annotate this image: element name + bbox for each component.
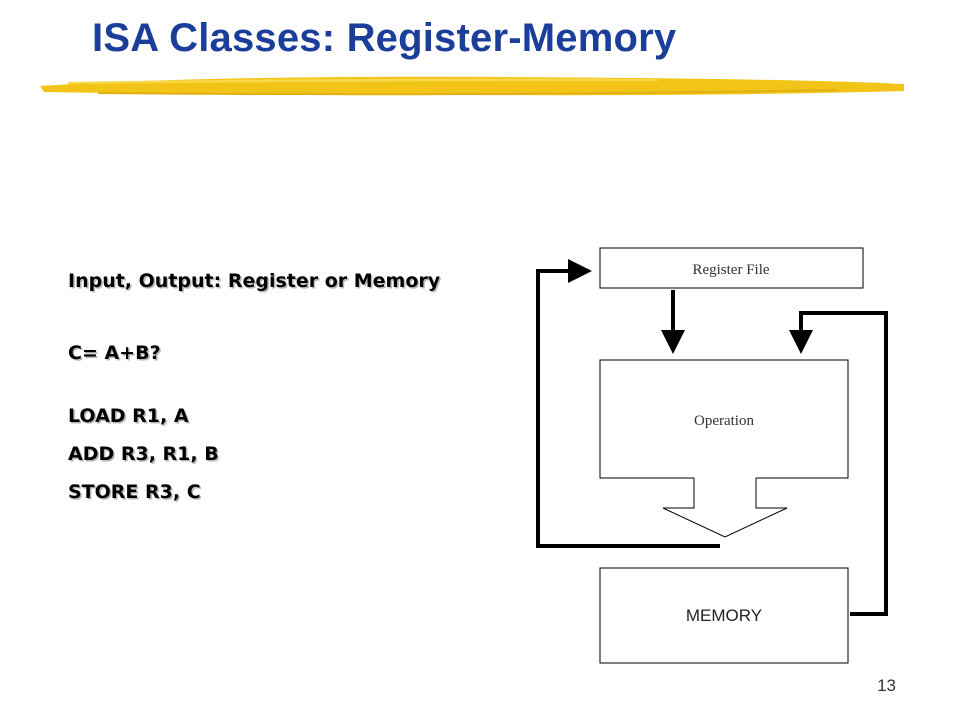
operation-label: Operation	[694, 413, 754, 429]
memory-box: MEMORY	[599, 567, 849, 664]
operation-box: Operation	[599, 359, 849, 480]
text-line-add: ADD R3, R1, B	[68, 443, 219, 465]
register-file-label: Register File	[692, 262, 769, 278]
register-file-box: Register File	[599, 247, 864, 289]
page-number: 13	[877, 676, 896, 695]
slide-title: ISA Classes: Register-Memory	[92, 16, 677, 60]
memory-to-operation-arrow	[789, 311, 888, 616]
memory-label: MEMORY	[686, 606, 762, 625]
title-underline-brushstroke	[40, 76, 904, 96]
text-line-load: LOAD R1, A	[68, 405, 189, 427]
operation-output-arrow	[662, 478, 788, 538]
text-line-equation: C= A+B?	[68, 342, 161, 364]
text-line-store: STORE R3, C	[68, 481, 201, 503]
text-line-input-output: Input, Output: Register or Memory	[68, 270, 441, 292]
result-to-register-arrow	[536, 259, 720, 548]
